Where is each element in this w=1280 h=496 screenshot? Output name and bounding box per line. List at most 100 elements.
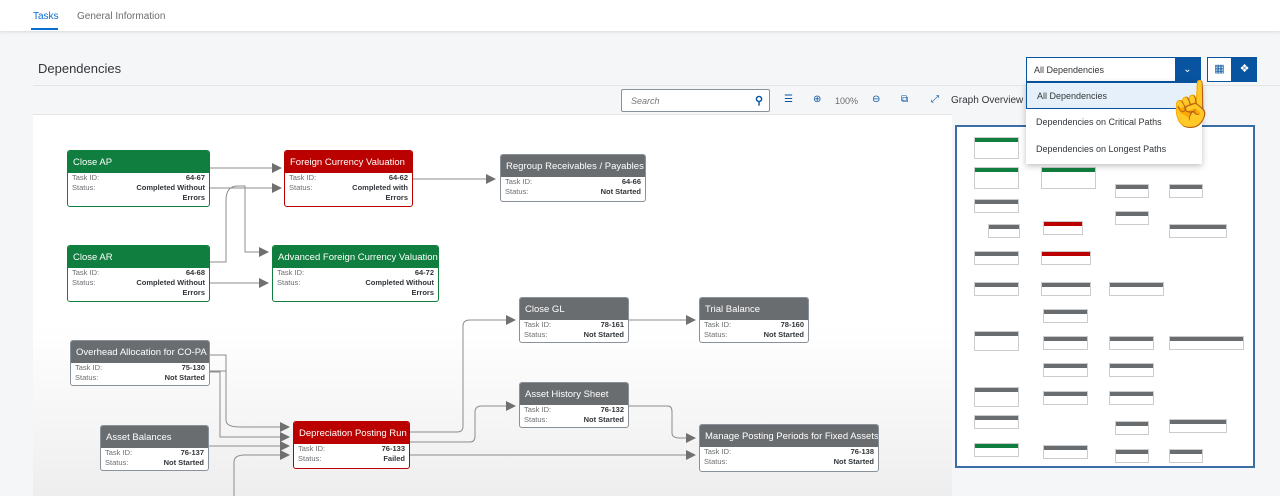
dependency-filter-select[interactable]: All Dependencies ⌄ [1026, 57, 1201, 82]
task-id-value: 78-160 [780, 320, 804, 329]
minimap-node [1043, 221, 1083, 235]
task-id-value: 64-66 [621, 177, 641, 186]
zoom-out-icon[interactable]: ⊖ [872, 94, 881, 105]
status-value: Not Started [763, 330, 804, 339]
fullscreen-icon[interactable]: ⤢ [931, 94, 939, 105]
task-id-label: Task ID: [75, 363, 103, 372]
divider [33, 85, 1280, 86]
tab-bar: Tasks General Information [0, 0, 1280, 31]
status-label: Status: [75, 373, 99, 382]
minimap-node [974, 282, 1019, 296]
active-tab-indicator [31, 28, 58, 30]
node-title: Overhead Allocation for CO-PA [71, 341, 209, 363]
status-label: Status: [704, 457, 728, 466]
node-title: Close AP [68, 151, 209, 173]
list-icon[interactable]: ☰ [784, 94, 793, 105]
minimap-node [1169, 336, 1244, 350]
status-label: Status: [289, 183, 313, 192]
status-label: Status: [277, 278, 301, 287]
status-label: Status: [72, 183, 96, 192]
task-id-label: Task ID: [72, 268, 100, 277]
section-title: Dependencies [38, 61, 122, 76]
status-label: Status: [298, 454, 322, 463]
minimap-node [1115, 184, 1149, 198]
chevron-down-icon[interactable]: ⌄ [1175, 58, 1200, 81]
search-placeholder: Search [631, 96, 660, 106]
minimap-node [988, 224, 1020, 238]
task-id-label: Task ID: [505, 177, 533, 186]
status-label: Status: [505, 187, 529, 196]
status-label: Status: [704, 330, 728, 339]
minimap-node [974, 251, 1019, 265]
zoom-level: 100% [835, 96, 859, 106]
option-all-dependencies[interactable]: All Dependencies [1026, 82, 1202, 109]
status-value: Not Started [164, 373, 205, 382]
task-id-value: 76-133 [381, 444, 405, 453]
task-id-value: 76-137 [180, 448, 204, 457]
zoom-in-icon[interactable]: ⊕ [813, 94, 822, 105]
node-title: Asset Balances [101, 426, 208, 448]
graph-overview-minimap[interactable] [955, 125, 1255, 468]
table-view-icon[interactable]: ▦ [1207, 57, 1232, 82]
task-id-value: 64-62 [388, 173, 408, 182]
tab-tasks[interactable]: Tasks [33, 11, 59, 22]
status-label: Status: [105, 458, 129, 467]
minimap-node [1041, 282, 1091, 296]
minimap-node [1043, 363, 1088, 377]
minimap-node [1043, 445, 1088, 459]
status-label: Status: [72, 278, 96, 287]
search-icon[interactable]: ⚲ [754, 95, 763, 107]
arrowheads [259, 163, 696, 460]
node-title: Advanced Foreign Currency Valuation [273, 246, 438, 268]
minimap-node [1041, 167, 1096, 189]
task-id-value: 76-132 [600, 405, 624, 414]
minimap-node [974, 387, 1019, 407]
minimap-node [974, 167, 1019, 189]
task-id-value: 76-138 [850, 447, 874, 456]
status-value: Completed Without Errors [136, 278, 205, 297]
minimap-node [974, 331, 1019, 351]
status-label: Status: [524, 330, 548, 339]
selected-value: All Dependencies [1034, 65, 1105, 75]
task-id-label: Task ID: [72, 173, 100, 182]
status-value: Not Started [583, 330, 624, 339]
node-title: Depreciation Posting Run [294, 422, 409, 444]
node-title: Close AR [68, 246, 209, 268]
tab-general-information[interactable]: General Information [77, 11, 166, 22]
option-longest-paths[interactable]: Dependencies on Longest Paths [1036, 144, 1167, 154]
minimap-node [974, 199, 1019, 213]
search-input[interactable]: Search ⚲ [621, 89, 770, 112]
graph-view-icon[interactable]: ❖ [1232, 57, 1257, 82]
minimap-node [1109, 336, 1154, 350]
status-value: Not Started [583, 415, 624, 424]
minimap-node [1169, 449, 1203, 463]
minimap-node [1043, 309, 1088, 323]
copy-icon[interactable]: ⧉ [901, 94, 909, 105]
minimap-node [1109, 391, 1154, 405]
graph-overview-title: Graph Overview [951, 95, 1024, 106]
status-value: Not Started [600, 187, 641, 196]
divider [33, 114, 952, 115]
status-value: Completed Without Errors [365, 278, 434, 297]
task-id-value: 64-67 [185, 173, 205, 182]
hand-pointer-cursor-icon: ☝ [1164, 80, 1219, 129]
task-id-label: Task ID: [289, 173, 317, 182]
option-critical-paths[interactable]: Dependencies on Critical Paths [1036, 117, 1162, 127]
task-id-label: Task ID: [704, 320, 732, 329]
status-value: Not Started [163, 458, 204, 467]
minimap-node [974, 415, 1019, 429]
status-value: Completed with Errors [352, 183, 408, 202]
